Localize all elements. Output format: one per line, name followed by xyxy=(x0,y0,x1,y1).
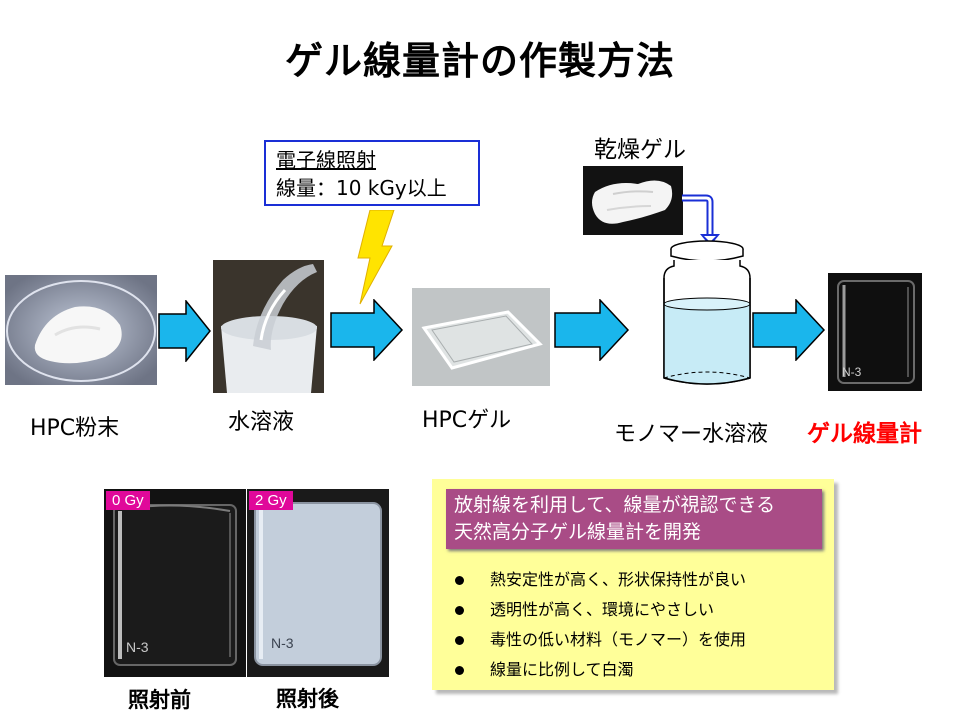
bullet-dot xyxy=(455,636,464,645)
process-arrow-1 xyxy=(158,300,211,362)
bullet-dot xyxy=(455,666,464,675)
step-label-powder: HPC粉末 xyxy=(30,416,120,441)
bullet-text: 線量に比例して白濁 xyxy=(490,660,634,679)
monomer-jar xyxy=(663,240,751,385)
solution-photo xyxy=(213,260,324,393)
step-label-gel: HPCゲル xyxy=(422,408,512,433)
beam-label: 電子線照射 xyxy=(276,148,376,172)
bullet-item: 毒性の低い材料（モノマー）を使用 xyxy=(455,626,746,650)
dried-gel-label: 乾燥ゲル xyxy=(594,137,686,163)
summary-headline: 放射線を利用して、線量が視認できる 天然高分子ゲル線量計を開発 xyxy=(446,489,822,549)
headline-line-2: 天然高分子ゲル線量計を開発 xyxy=(454,521,702,543)
sample-id-label: N-3 xyxy=(842,365,862,379)
hpc-powder-photo xyxy=(5,275,157,385)
headline-line-1: 放射線を利用して、線量が視認できる xyxy=(454,494,776,516)
dried-gel-photo xyxy=(583,166,683,235)
step-label-dosimeter: ゲル線量計 xyxy=(807,421,922,447)
dose-tag-before: 0 Gy xyxy=(106,491,150,510)
gel-dosimeter-photo: N-3 xyxy=(828,273,922,391)
hpc-gel-photo xyxy=(412,288,550,386)
bullet-item: 熱安定性が高く、形状保持性が良い xyxy=(455,566,746,590)
step-label-monomer: モノマー水溶液 xyxy=(614,422,769,447)
process-arrow-2 xyxy=(330,299,404,361)
step-label-solution: 水溶液 xyxy=(228,410,295,435)
process-arrow-4 xyxy=(752,299,826,361)
sample-id-before: N-3 xyxy=(126,639,149,655)
bullet-text: 透明性が高く、環境にやさしい xyxy=(490,600,715,619)
process-arrow-3 xyxy=(554,299,630,361)
bullet-text: 毒性の低い材料（モノマー）を使用 xyxy=(490,630,747,649)
caption-before: 照射前 xyxy=(128,688,191,712)
page-title: ゲル線量計の作製方法 xyxy=(284,39,675,83)
bullet-item: 透明性が高く、環境にやさしい xyxy=(455,596,714,620)
bullet-dot xyxy=(455,606,464,615)
electron-beam-box: 電子線照射 線量：10 kGy以上 xyxy=(264,140,480,206)
bullet-text: 熱安定性が高く、形状保持性が良い xyxy=(490,570,747,589)
beam-dose-label: 線量：10 kGy以上 xyxy=(276,176,447,200)
dose-tag-after: 2 Gy xyxy=(249,491,293,510)
caption-after: 照射後 xyxy=(276,687,339,711)
sample-id-after: N-3 xyxy=(271,635,294,651)
bullet-dot xyxy=(455,576,464,585)
drop-arrow xyxy=(682,194,720,246)
bullet-item: 線量に比例して白濁 xyxy=(455,656,634,680)
lightning-icon xyxy=(357,210,395,305)
sample-before-photo: 0 Gy N-3 xyxy=(104,489,246,677)
sample-after-photo: 2 Gy N-3 xyxy=(247,489,389,677)
